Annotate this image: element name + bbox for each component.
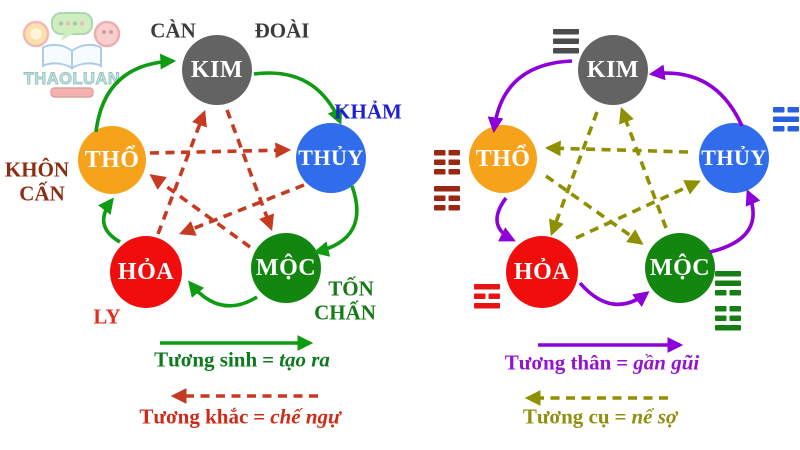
equals-sign: = [262,347,275,372]
xun-trigram-icon [715,271,741,296]
than-arrow-moc-thuy [709,189,761,254]
qian-trigram-icon [553,29,579,54]
tho-circle [78,126,146,194]
can-mountain-label: CẤN [19,181,65,206]
legend-tuong-khac: Tương khắc=chế ngự [139,404,341,429]
legend-term: Tương thân [504,350,612,375]
sinh-arrow-tho-kim [94,53,177,133]
can-label: CÀN [150,18,196,43]
legend-tuong-cu: Tương cụ=nể sợ [522,404,678,429]
ly-label: LY [93,304,121,329]
khac-arrow-moc-tho [149,174,252,249]
moc-circle-label: MỘC [649,255,711,281]
tho-circle [469,125,537,193]
kim-circle [182,35,252,105]
chan-label: CHẤN [314,300,376,325]
kim-circle [578,35,648,105]
equals-sign: = [253,404,266,429]
kim-circle-label: KIM [586,57,640,83]
moc-circle [251,233,321,303]
legend-meaning: gần gũi [633,350,700,375]
thaoluan-logo-watermark: THAOLUAN [12,4,132,104]
logo-medal-center [30,28,42,40]
logo-bubble-dot [72,21,78,26]
thuy-circle-label: THỦY [701,145,767,170]
khac-arrow-kim-moc [225,109,274,231]
sinh-arrow-kim-thuy [253,71,343,125]
hoa-circle [110,236,182,308]
doai-label: ĐOÀI [254,18,310,43]
hoa-circle-label: HỎA [513,259,571,285]
li-trigram-icon [474,284,500,309]
zhen-trigram-icon [715,306,741,331]
than-cycle-arrows [487,59,761,308]
logo-ribbon [50,87,94,98]
legend-meaning: tạo ra [279,347,330,372]
cu-cycle-arrows [544,107,701,245]
khac-cycle-arrows [149,109,305,249]
logo-medal-icon [22,20,50,48]
legend-tuong-than: Tương thân=gần gũi [504,350,700,375]
thuy-circle [296,123,366,193]
equals-sign: = [614,404,627,429]
legend-meaning: nể sợ [631,404,678,429]
kun-trigram-icon [434,150,460,175]
sinh-arrow-moc-hoa [188,280,258,308]
equals-sign: = [616,350,629,375]
logo-open-book-right [71,43,102,70]
logo-bubble-dot [58,21,64,26]
kham-label: KHẢM [334,99,402,124]
logo-smiley-eye [102,30,106,34]
logo-badge: THAOLUAN [22,12,121,98]
sinh-arrow-thuy-moc [312,185,359,257]
than-arrow-hoa-moc [578,281,650,308]
tho-circle-label: THỔ [475,146,531,172]
tho-circle-label: THỔ [84,147,140,173]
left-element-circles [78,35,366,308]
than-arrow-kim-tho [487,59,573,134]
cu-arrow-thuy-tho [544,140,689,157]
legend-meaning: chế ngự [270,404,341,429]
hoa-circle [506,236,578,308]
legend-term: Tương cụ [522,404,610,429]
moc-circle-label: MỘC [255,255,317,281]
logo-smiley-icon [93,20,121,48]
sinh-cycle-arrows [94,53,359,308]
khac-arrow-hoa-kim [156,110,207,235]
khon-label: KHÔN [4,157,70,182]
legend-tuong-sinh: Tương sinh=tạo ra [154,347,330,372]
kan-trigram-icon [773,107,799,132]
gen-trigram-icon [434,186,460,211]
cu-arrow-moc-kim [619,107,668,229]
moc-circle [645,233,715,303]
cu-arrow-kim-hoa [548,111,599,236]
logo-bubble-dot [79,21,85,26]
legend-term: Tương khắc [139,404,249,429]
ton-label: TỐN [328,276,374,301]
cu-arrow-hoa-thuy [575,180,701,240]
kim-circle-label: KIM [190,57,244,83]
hoa-circle-label: HỎA [117,259,175,285]
legend-term: Tương sinh [154,347,258,372]
logo-speech-bubble-tail [61,33,74,41]
logo-smiley-eye [109,30,113,34]
logo-bubble-dot [65,21,71,26]
thuy-circle-label: THỦY [298,145,364,170]
logo-title: THAOLUAN [24,70,121,88]
thuy-circle [699,123,769,193]
khac-arrow-tho-thuy [149,142,292,159]
logo-open-book-icon [42,43,73,70]
than-arrow-thuy-kim [648,64,744,127]
logo-speech-bubble-icon [51,12,93,35]
right-element-circles [469,35,769,308]
khac-arrow-thuy-hoa [179,183,305,236]
than-arrow-tho-hoa [495,196,516,242]
cu-arrow-tho-moc [544,174,644,245]
sinh-arrow-hoa-tho [97,197,121,244]
